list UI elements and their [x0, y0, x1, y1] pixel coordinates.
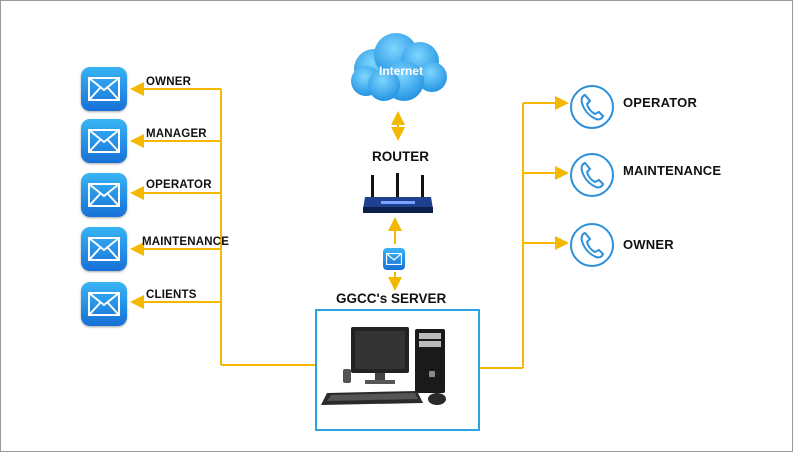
email-recipient-clients: CLIENTS [146, 289, 197, 301]
email-recipient-manager: MANAGER [146, 128, 207, 140]
email-recipient-operator: OPERATOR [146, 179, 212, 191]
mail-icon-owner [81, 67, 127, 111]
router-label: ROUTER [372, 149, 429, 164]
phone-icon-maintenance [570, 153, 614, 197]
computer-icon [321, 327, 446, 405]
phone-recipient-owner: OWNER [623, 237, 674, 252]
email-recipient-maintenance: MAINTENANCE [142, 236, 230, 248]
message-mail-icon [383, 248, 405, 270]
email-recipient-owner: OWNER [146, 76, 192, 88]
phone-icon-operator [570, 85, 614, 129]
phone-recipient-maintenance: MAINTENANCE [623, 163, 722, 178]
internet-cloud-icon [351, 33, 447, 101]
server-label: GGCC's SERVER [336, 291, 447, 306]
mail-icon-clients [81, 282, 127, 326]
router-icon [363, 173, 433, 213]
phone-icon-owner [570, 223, 614, 267]
internet-label: Internet [378, 64, 423, 78]
mail-icon-maintenance [81, 227, 127, 271]
server-box [315, 309, 480, 431]
mail-icon-operator [81, 173, 127, 217]
phone-recipient-operator: OPERATOR [623, 95, 698, 110]
mail-icon-manager [81, 119, 127, 163]
